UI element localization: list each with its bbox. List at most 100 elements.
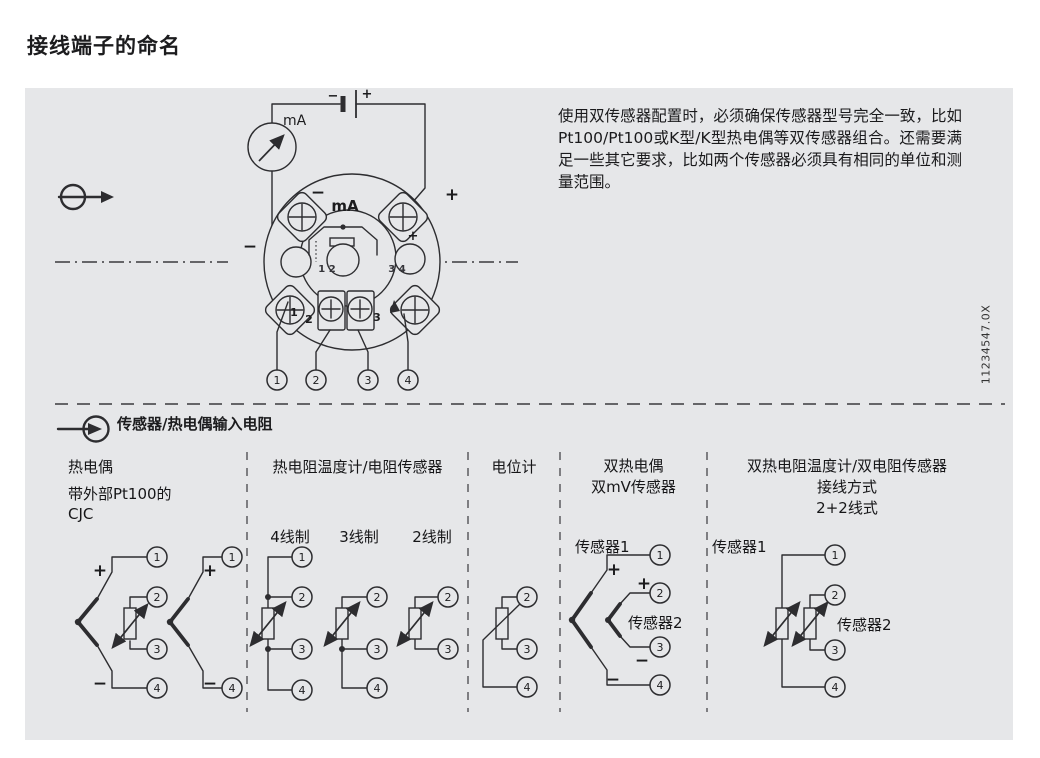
svg-text:2: 2 [313, 374, 320, 387]
svg-text:1: 1 [274, 374, 281, 387]
col3-title: 电位计 [491, 458, 537, 476]
rtd-3wire-diagram: 2 3 4 [323, 586, 388, 699]
terminal-circle: 2 [437, 586, 459, 608]
svg-text:2: 2 [374, 591, 381, 604]
terminal-circle: 1 [221, 546, 243, 568]
dip-numbers-left: 1 2 [318, 264, 335, 275]
battery-minus-label: − [328, 89, 339, 104]
input-symbol-icon [56, 415, 110, 443]
terminal-circle: 2 [824, 584, 846, 606]
diagram-panel: − + mA [25, 88, 1013, 740]
svg-text:4: 4 [524, 681, 531, 694]
head-plus-top: + [445, 185, 459, 205]
head-terminal-1: 1 [290, 306, 298, 319]
svg-text:4: 4 [374, 682, 381, 695]
col5-sensor1-label: 传感器1 [712, 538, 767, 556]
col1-subtitle: 带外部Pt100的 CJC [68, 485, 172, 523]
terminal-circle: 2 [366, 586, 388, 608]
page-title: 接线端子的命名 [27, 34, 181, 58]
svg-text:4: 4 [229, 682, 236, 695]
terminal-circle: 2 [516, 586, 538, 608]
mount-hole-right [394, 243, 426, 275]
svg-text:4: 4 [154, 682, 161, 695]
rtd-4wire-diagram: 1 2 3 4 [249, 546, 313, 701]
document-number: 11234547.0X [979, 304, 993, 385]
terminal-circle: 1 [824, 544, 846, 566]
terminal-circle: 4 [516, 676, 538, 698]
current-meter: mA [247, 113, 307, 172]
terminal-circle: 2 [305, 369, 327, 391]
head-minus-top: − [311, 183, 325, 203]
output-symbol-icon [57, 183, 114, 211]
svg-text:2: 2 [299, 591, 306, 604]
polarity-plus: + [607, 560, 621, 580]
svg-text:1: 1 [657, 549, 664, 562]
svg-text:3: 3 [154, 643, 161, 656]
polarity-minus: − [93, 674, 107, 694]
variant-3wire: 3线制 [339, 528, 379, 546]
pt100-resistor [123, 607, 137, 640]
col4-sensor1-label: 传感器1 [575, 538, 630, 556]
col4-title: 双热电偶 双mV传感器 [591, 457, 676, 496]
dip-switch-area: 1 2 3 4 [308, 224, 406, 277]
head-terminal-leads [276, 301, 409, 371]
terminal-circle: 1 [146, 546, 168, 568]
terminal-circle: 3 [649, 636, 671, 658]
col5-title: 双热电阻温度计/双电阻传感器 接线方式 2+2线式 [746, 457, 948, 517]
head-plus-right: + [408, 229, 419, 244]
terminal-circle: 3 [437, 638, 459, 660]
current-loop: − + mA [247, 88, 426, 227]
polarity-plus: + [93, 561, 107, 581]
svg-text:3: 3 [445, 643, 452, 656]
svg-text:4: 4 [405, 374, 412, 387]
terminal-4-pointer-icon [390, 300, 400, 313]
terminal-circle: 3 [516, 638, 538, 660]
terminal-circle: 3 [366, 638, 388, 660]
terminal-circle: 1 [266, 369, 288, 391]
terminal-circle: 1 [291, 546, 313, 568]
screw-terminal-4 [377, 191, 429, 243]
battery-plus-label: + [362, 88, 373, 102]
wiring-diagram: − + mA [55, 88, 1005, 712]
screw-terminal-2 [317, 290, 346, 331]
svg-text:3: 3 [524, 643, 531, 656]
pot-resistor [495, 607, 509, 640]
svg-text:4: 4 [657, 679, 664, 692]
polarity-minus: − [635, 651, 649, 671]
svg-text:3: 3 [374, 643, 381, 656]
terminal-circle: 1 [649, 544, 671, 566]
tc-with-cjc-diagram: + − 1 2 3 4 [74, 546, 168, 699]
col2-title: 热电阻温度计/电阻传感器 [272, 458, 443, 476]
terminal-circle: 4 [366, 677, 388, 699]
potentiometer-diagram: 2 3 4 [482, 586, 538, 698]
polarity-plus: + [203, 561, 217, 581]
terminal-circle: 4 [221, 677, 243, 699]
dip-numbers-right: 3 4 [388, 264, 405, 275]
terminal-circle: 4 [397, 369, 419, 391]
svg-text:2: 2 [832, 589, 839, 602]
svg-text:1: 1 [229, 551, 236, 564]
svg-text:1: 1 [154, 551, 161, 564]
terminal-circle: 3 [291, 638, 313, 660]
terminal-circle: 2 [146, 586, 168, 608]
svg-text:2: 2 [657, 587, 664, 600]
terminal-circle: 2 [291, 586, 313, 608]
head-terminal-2: 2 [305, 313, 313, 326]
dual-tc-diagram: + − + − 1 2 3 4 [568, 544, 671, 696]
col4-sensor2-label: 传感器2 [628, 614, 683, 632]
col5-sensor2-label: 传感器2 [837, 616, 892, 634]
head-terminal-3: 3 [373, 311, 381, 324]
section-title: 传感器/热电偶输入电阻 [117, 415, 273, 433]
terminal-circle: 4 [146, 677, 168, 699]
terminal-circle: 3 [357, 369, 379, 391]
transmitter-head: 1 2 3 4 − + mA − + 1 2 3 [243, 173, 459, 351]
col1-title: 热电偶 [68, 458, 114, 476]
polarity-minus: − [203, 674, 217, 694]
meter-ma-label: mA [283, 113, 307, 129]
terminal-circle: 3 [146, 638, 168, 660]
screw-terminal-3 [346, 290, 375, 331]
dual-rtd-diagram: 1 2 3 4 [763, 544, 846, 698]
polarity-minus: − [606, 670, 620, 690]
polarity-plus: + [637, 574, 651, 594]
